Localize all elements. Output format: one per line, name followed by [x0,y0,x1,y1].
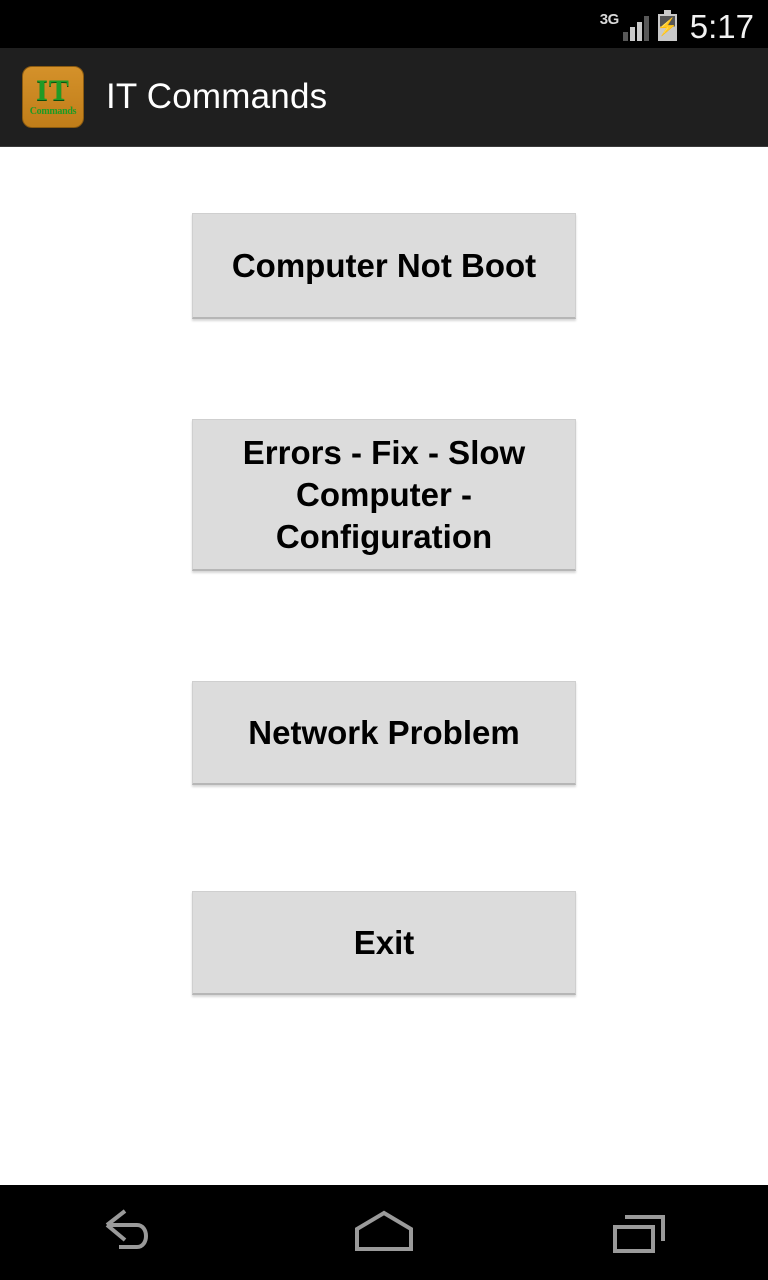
back-arrow-icon [97,1207,159,1259]
navigation-bar [0,1185,768,1280]
battery-bolt-glyph: ⚡ [656,17,678,37]
app-icon-sub-text: Commands [29,106,77,118]
nav-back-button[interactable] [0,1185,256,1280]
button-label: Exit [353,923,415,961]
button-label: Computer Not Boot [231,246,537,284]
button-errors-fix-slow-computer-configuration[interactable]: Errors - Fix - Slow Computer - Configura… [192,419,576,571]
it-commands-app-icon: IT Commands [22,66,84,128]
button-exit[interactable]: Exit [192,891,576,995]
recent-apps-icon [609,1207,671,1259]
button-label: Errors - Fix - Slow Computer - Configura… [242,433,526,555]
status-bar-right-group: 3G ⚡ 5:17 [599,7,754,45]
button-network-problem[interactable]: Network Problem [192,681,576,785]
nav-home-button[interactable] [256,1185,512,1280]
action-bar: IT Commands IT Commands [0,48,768,147]
page-title: IT Commands [106,77,328,116]
network-type-label: 3G [599,10,620,28]
app-icon-main-text: IT [36,73,70,107]
status-bar-clock: 5:17 [689,7,754,45]
button-label: Network Problem [248,713,520,751]
battery-charging-icon: ⚡ [656,9,678,41]
status-bar: 3G ⚡ 5:17 [0,0,768,48]
nav-recents-button[interactable] [512,1185,768,1280]
home-icon [349,1207,419,1259]
button-computer-not-boot[interactable]: Computer Not Boot [192,213,576,319]
main-content: Computer Not Boot Errors - Fix - Slow Co… [0,147,768,1185]
signal-bars-icon [622,15,649,41]
